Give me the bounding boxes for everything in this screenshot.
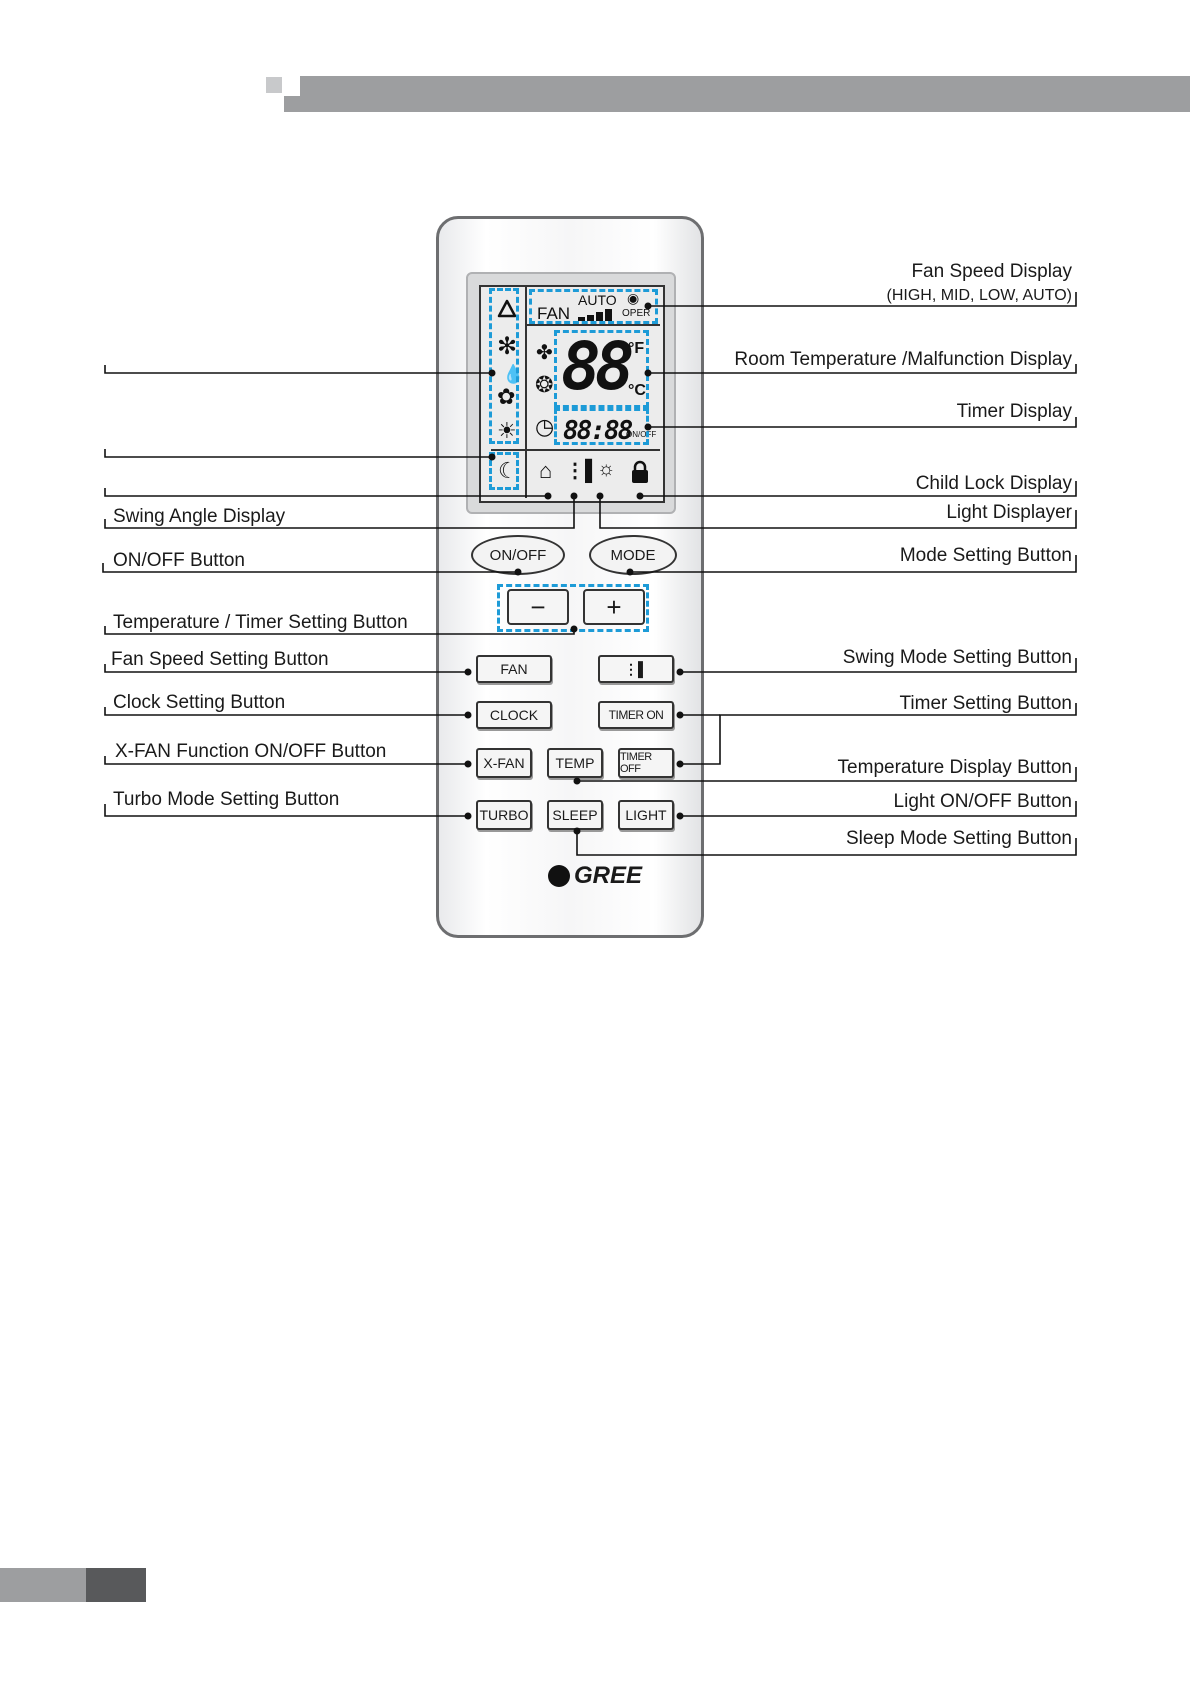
onoff-button[interactable]: ON/OFF xyxy=(471,535,565,575)
header-square-light xyxy=(266,77,282,93)
timer-off-button[interactable]: TIMER OFF xyxy=(618,748,674,778)
home-icon: ⌂ xyxy=(539,458,553,483)
label-mode-setting-button: Mode Setting Button xyxy=(899,545,1072,566)
label-timer-setting-button: Timer Setting Button xyxy=(899,693,1072,714)
header-bar xyxy=(300,76,1190,112)
timer-on-button[interactable]: TIMER ON xyxy=(598,701,674,729)
label-light-displayer: Light Displayer xyxy=(946,502,1072,523)
label-xfan-function-button: X-FAN Function ON/OFF Button xyxy=(115,741,387,762)
label-room-temp-display: Room Temperature /Malfunction Display xyxy=(734,349,1072,370)
cool-snowflake-icon: ✻ xyxy=(497,333,518,360)
label-temperature-display-button: Temperature Display Button xyxy=(837,757,1072,778)
lcd-unit-f: °F xyxy=(628,340,645,357)
light-button[interactable]: LIGHT xyxy=(618,800,674,830)
label-temp-timer-setting-button: Temperature / Timer Setting Button xyxy=(113,612,408,633)
temp-highlight xyxy=(554,330,649,408)
swing-icon: ⋮▌ xyxy=(565,460,600,482)
label-turbo-mode-setting-button: Turbo Mode Setting Button xyxy=(113,789,340,810)
sleep-moon-icon: ☾ xyxy=(498,458,518,483)
mode-button[interactable]: MODE xyxy=(589,535,677,575)
swing-button[interactable]: ⋮▌ xyxy=(598,655,674,683)
fan-speed-bars-icon xyxy=(578,309,612,321)
label-child-lock-display: Child Lock Display xyxy=(915,473,1072,494)
fan-swirl-icon: ❂ xyxy=(535,372,554,397)
lcd-unit-c: °C xyxy=(628,382,646,399)
heat-sun-icon: ☀ xyxy=(497,418,517,443)
lock-icon xyxy=(632,460,648,483)
footer-bar-dark xyxy=(86,1568,146,1602)
label-fan-speed-display: Fan Speed Display xyxy=(911,261,1072,282)
mode-icons-highlight xyxy=(489,288,519,444)
label-fan-speed-levels: (HIGH, MID, LOW, AUTO) xyxy=(886,287,1073,304)
lcd-onoff-label: ON/OFF xyxy=(626,430,657,439)
xfan-button[interactable]: X-FAN xyxy=(476,748,532,778)
swing-button-icon: ⋮▌ xyxy=(624,660,648,677)
auto-mode-icon xyxy=(497,299,517,318)
label-timer-display: Timer Display xyxy=(956,401,1072,422)
label-sleep-mode-setting-button: Sleep Mode Setting Button xyxy=(845,828,1072,849)
label-swing-angle-display: Swing Angle Display xyxy=(113,506,286,527)
temp-plus-button[interactable]: + xyxy=(583,589,645,625)
signal-icon: ◉ xyxy=(627,290,640,306)
lcd-temp-digits: 88 xyxy=(561,328,635,405)
lcd-fan-label: FAN xyxy=(537,304,571,323)
lcd-timer-digits: 88:88 xyxy=(563,416,633,446)
label-light-onoff-button: Light ON/OFF Button xyxy=(893,791,1072,812)
temp-minus-button[interactable]: − xyxy=(507,589,569,625)
clock-icon: ◷ xyxy=(535,414,555,439)
temp-button[interactable]: TEMP xyxy=(547,748,603,778)
header-square-mid xyxy=(284,96,300,112)
lcd-oper-label: OPER xyxy=(622,308,651,319)
light-bulb-icon: ☼ xyxy=(597,458,616,480)
brand-name: GREE xyxy=(574,862,643,889)
label-swing-mode-setting-button: Swing Mode Setting Button xyxy=(842,647,1072,668)
label-clock-setting-button: Clock Setting Button xyxy=(113,692,286,713)
label-fan-speed-setting-button: Fan Speed Setting Button xyxy=(111,649,329,670)
lcd-auto-label: AUTO xyxy=(578,292,617,308)
label-onoff-button: ON/OFF Button xyxy=(113,550,245,571)
sleep-icon-highlight xyxy=(489,452,519,490)
gree-logo-icon xyxy=(548,865,570,887)
turbo-button[interactable]: TURBO xyxy=(476,800,532,830)
fan-blade-icon: ✤ xyxy=(536,342,553,364)
fan-mode-icon: ✿ xyxy=(497,384,516,409)
clock-button[interactable]: CLOCK xyxy=(476,701,552,729)
fan-button[interactable]: FAN xyxy=(476,655,552,683)
footer-bar-light xyxy=(0,1568,86,1602)
brand-logo: GREE xyxy=(548,862,642,890)
